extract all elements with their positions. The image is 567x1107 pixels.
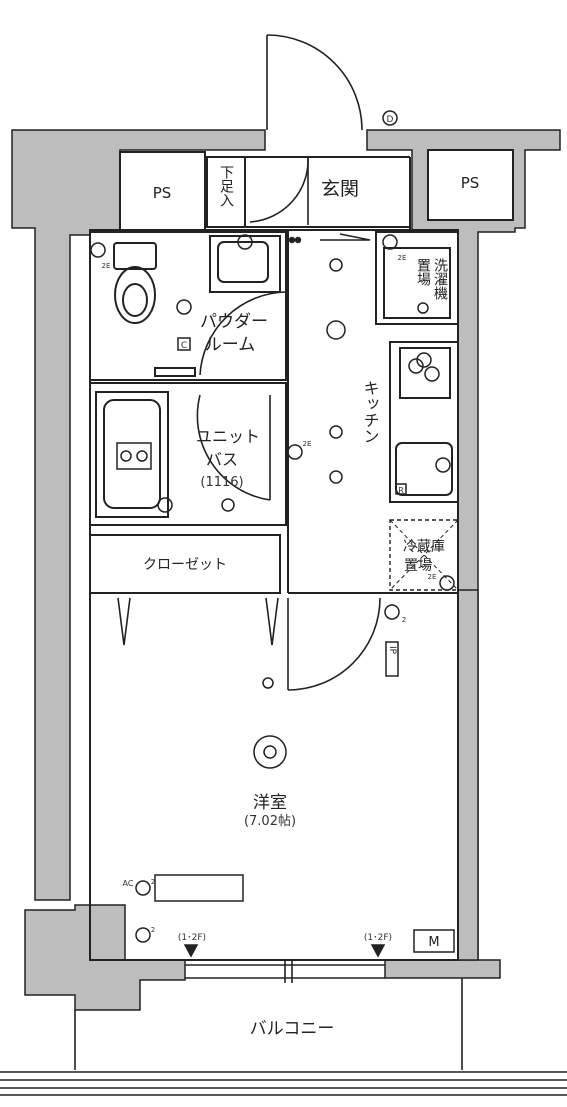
outlet-label-ac: 2: [151, 878, 155, 886]
intercom-label: IP: [387, 646, 397, 655]
ps-right-label: PS: [461, 174, 480, 192]
balcony-label: バルコニー: [250, 1019, 335, 1039]
vent-label-left: (1･2F): [178, 933, 206, 943]
unit-bath-label-1: ユニット: [196, 427, 260, 446]
meter-box: [413, 929, 455, 953]
outlet-label-bottom: 2: [151, 926, 155, 934]
doors: [117, 34, 381, 691]
ceiling-light-icon: [253, 735, 287, 769]
shoe-closet-label: 下足入: [218, 165, 234, 207]
partitions: [89, 149, 514, 961]
fridge-label-2: 置場: [404, 558, 432, 574]
walls: [11, 129, 561, 1011]
meter-label: M: [428, 935, 439, 950]
unit-bath-size: (1116): [200, 475, 243, 490]
outlet-label-fridge: 2E: [428, 573, 437, 581]
powder-room-label-2: ルーム: [205, 335, 256, 355]
ac-label: AC: [123, 879, 134, 888]
outlet-label-kitchen: 2E: [303, 440, 312, 448]
outlet-label-toilet: 2E: [102, 262, 111, 270]
kitchen-label: キッチン: [361, 380, 380, 444]
labels: PS PS 下足入 玄関 パウダー ルーム 洗濯機 置場 キッチン ユニット バ…: [102, 115, 480, 1039]
switch-c-label: C: [181, 341, 187, 351]
balcony-area: [0, 960, 567, 1096]
doorbell-label: D: [387, 115, 394, 125]
vent-label-right: (1･2F): [364, 933, 392, 943]
closet-label: クローゼット: [143, 557, 227, 573]
entrance-label: 玄関: [321, 178, 359, 200]
western-room-label: 洋室: [253, 793, 287, 813]
washer-label-1: 洗濯機: [432, 258, 448, 301]
ps-left-label: PS: [153, 184, 172, 202]
switch-r-label: R: [398, 486, 404, 495]
fixtures: [90, 110, 455, 958]
washer-label-2: 置場: [415, 258, 431, 286]
fridge-label-1: 冷蔵庫: [403, 538, 445, 555]
powder-room-label-1: パウダー: [200, 312, 268, 332]
unit-bath-label-2: バス: [206, 450, 238, 469]
western-room-size: (7.02帖): [244, 814, 296, 829]
outlet-label-washer: 2E: [398, 254, 407, 262]
outlet-label-room: 2: [402, 616, 406, 624]
